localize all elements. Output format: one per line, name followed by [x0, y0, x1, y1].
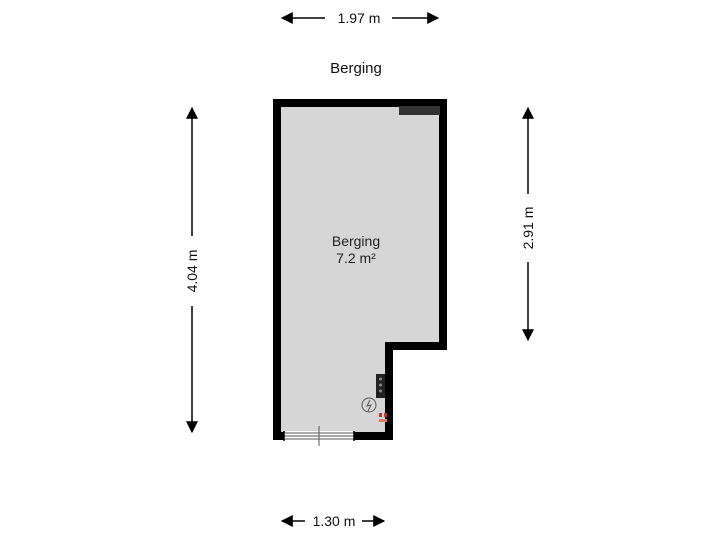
- radiator-icon: [376, 374, 385, 398]
- dimension-right-label: 2.91 m: [520, 207, 536, 250]
- dimension-left: 4.04 m: [184, 106, 200, 434]
- room-floor: [273, 99, 447, 440]
- dimension-bottom-label: 1.30 m: [313, 513, 356, 529]
- outlet-icon: [379, 413, 387, 422]
- dimension-bottom: 1.30 m: [280, 513, 386, 529]
- dimension-top-label: 1.97 m: [338, 10, 381, 26]
- duct-block: [399, 106, 440, 115]
- room-name: Berging: [332, 233, 380, 249]
- electric-meter-icon: [361, 397, 377, 413]
- dimension-right: 2.91 m: [520, 106, 536, 342]
- dimension-left-label: 4.04 m: [184, 250, 200, 293]
- room-berging: [273, 99, 447, 440]
- plan-title: Berging: [330, 60, 382, 77]
- dimension-top: 1.97 m: [280, 10, 440, 26]
- window-icon: [283, 426, 355, 446]
- room-area: 7.2 m²: [336, 250, 376, 266]
